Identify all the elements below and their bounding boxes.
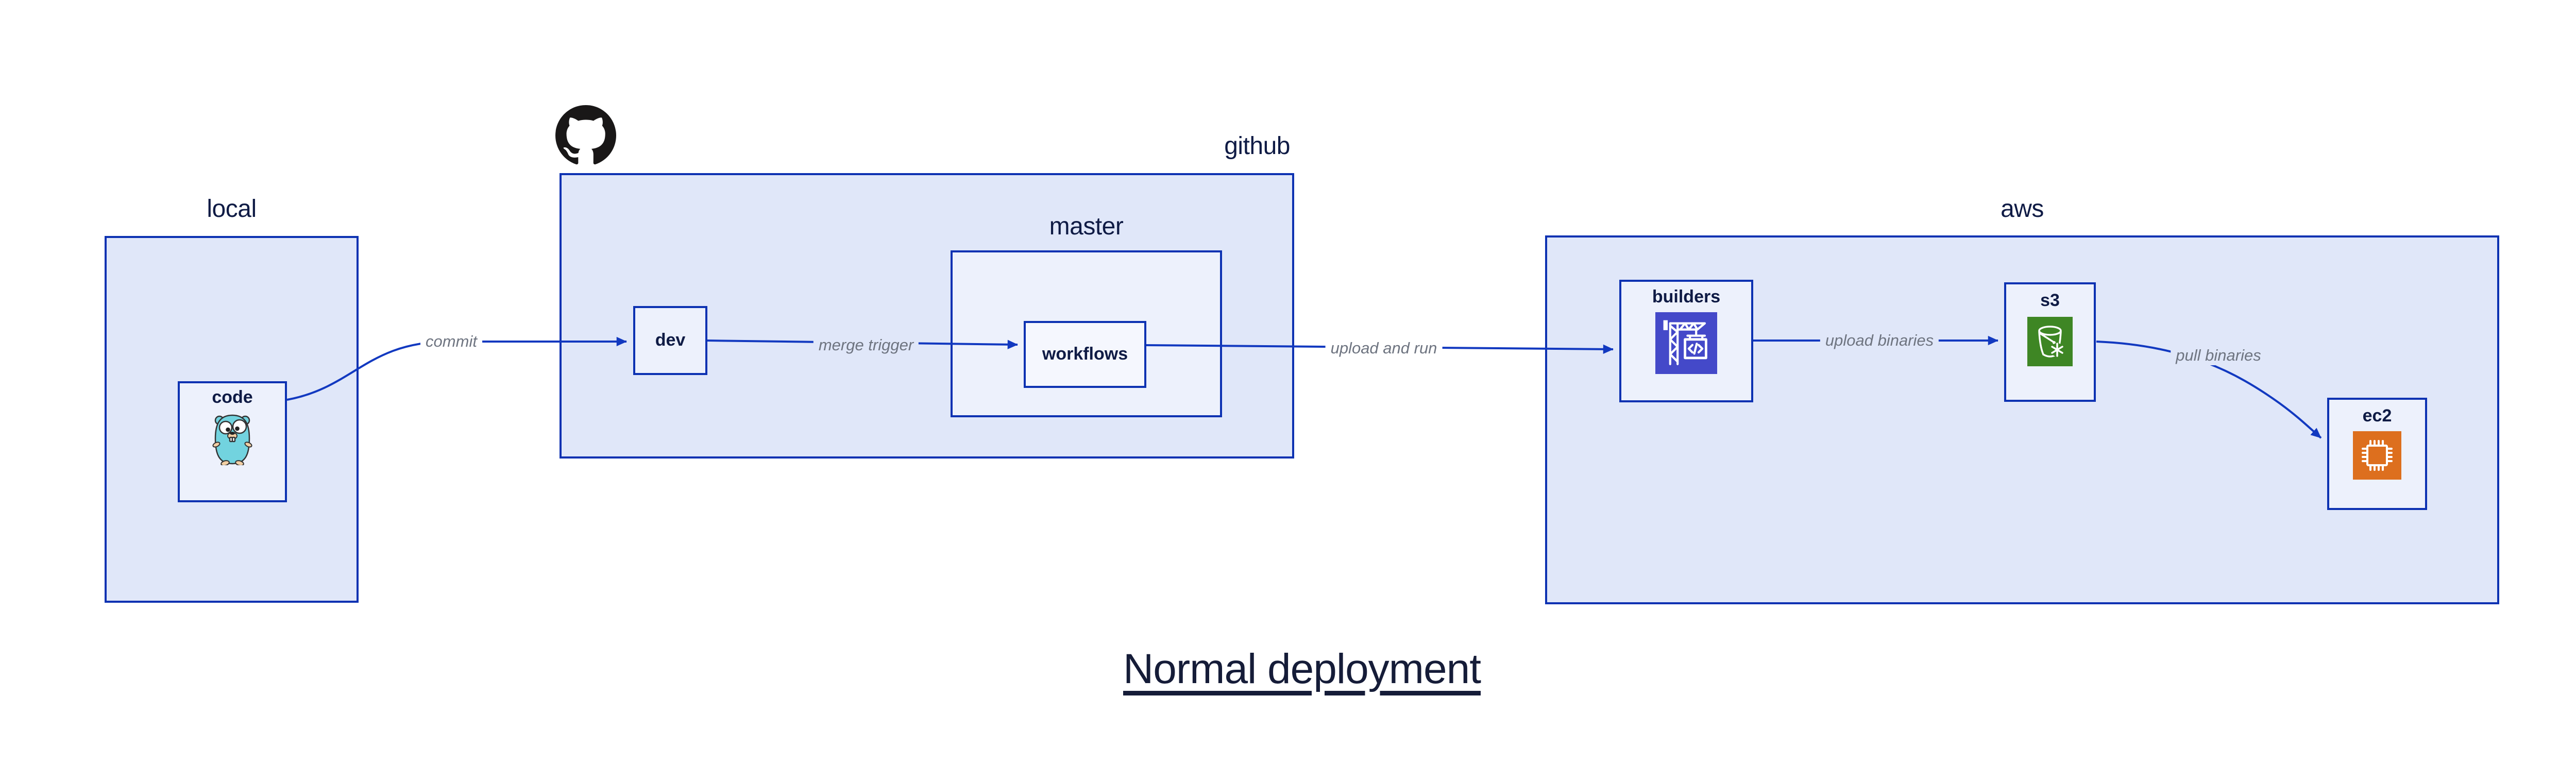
go-gopher-icon — [212, 414, 252, 466]
container-label-github: github — [1224, 132, 1290, 160]
node-dev: dev — [633, 306, 707, 375]
node-label-ec2: ec2 — [2362, 406, 2392, 426]
node-ec2: ec2 — [2327, 398, 2427, 510]
container-label-aws: aws — [2001, 195, 2044, 223]
node-label-s3: s3 — [2040, 291, 2060, 310]
edge-label-merge-trigger: merge trigger — [813, 335, 919, 355]
diagram-title: Normal deployment — [1123, 646, 1481, 692]
node-s3: s3 — [2004, 282, 2096, 402]
node-label-code: code — [212, 387, 253, 407]
edge-label-upload-binaries: upload binaries — [1820, 331, 1939, 350]
edge-label-pull-binaries: pull binaries — [2171, 346, 2266, 365]
node-label-workflows: workflows — [1042, 344, 1128, 364]
aws-s3-bucket-icon — [2027, 317, 2073, 367]
node-code: code — [178, 381, 287, 502]
aws-ec2-chip-icon — [2353, 431, 2401, 480]
edge-label-upload-and-run: upload and run — [1325, 338, 1443, 358]
node-label-dev: dev — [655, 330, 686, 350]
node-builders: builders — [1619, 280, 1753, 402]
aws-codebuild-icon — [1655, 312, 1717, 375]
container-label-local: local — [207, 195, 257, 223]
edge-label-commit: commit — [420, 332, 482, 351]
node-label-builders: builders — [1652, 287, 1721, 307]
node-workflows: workflows — [1024, 321, 1146, 388]
github-octocat-icon — [555, 105, 616, 166]
container-label-master: master — [1049, 213, 1124, 240]
